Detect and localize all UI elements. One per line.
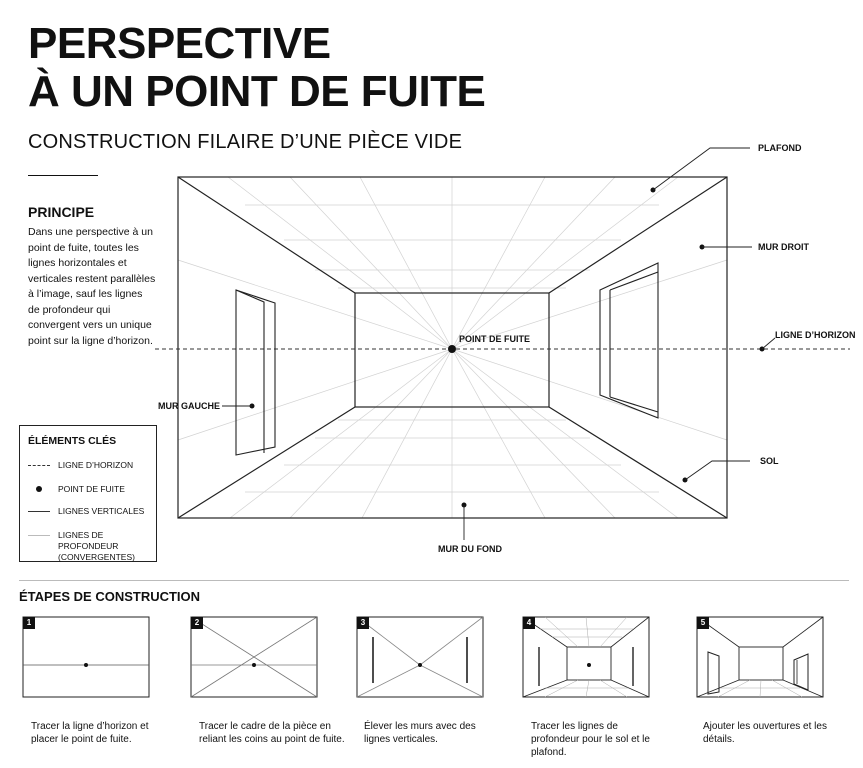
legend-title: ÉLÉMENTS CLÉS — [28, 435, 117, 447]
thin-line-icon — [28, 530, 50, 541]
principe-text: Dans une perspective à un point de fuite… — [28, 226, 156, 347]
step-number-2: 2 — [191, 617, 203, 629]
steps-thumbnails — [22, 616, 824, 698]
label-mur-droit: MUR DROIT — [758, 242, 809, 252]
step-number-4: 4 — [523, 617, 535, 629]
legend-label: LIGNES VERTICALES — [58, 506, 145, 516]
legend-label: LIGNES DE PROFONDEUR (CONVERGENTES) — [58, 530, 135, 562]
step-number-5: 5 — [697, 617, 709, 629]
dashed-line-icon — [28, 460, 50, 471]
step-4-thumbnail — [522, 616, 650, 698]
step-number-3: 3 — [357, 617, 369, 629]
vanishing-point-dot — [448, 345, 456, 353]
step-number-1: 1 — [23, 617, 35, 629]
title-line-2: À UN POINT DE FUITE — [28, 67, 486, 116]
step-text-4: Tracer les lignes de profondeur pour le … — [531, 721, 650, 758]
section-divider — [19, 580, 849, 581]
perspective-diagram — [155, 147, 850, 540]
legend-item-depth-lines: LIGNES DE PROFONDEUR (CONVERGENTES) — [28, 530, 152, 563]
step-text-3: Élever les murs avec des lignes vertical… — [364, 721, 476, 745]
steps-heading: ÉTAPES DE CONSTRUCTION — [19, 589, 201, 604]
label-plafond: PLAFOND — [758, 143, 802, 153]
step-text-1: Tracer la ligne d’horizon et placer le p… — [31, 721, 149, 745]
label-mur-du-fond: MUR DU FOND — [438, 544, 502, 554]
dot-icon — [28, 484, 50, 495]
principe-heading: PRINCIPE — [28, 204, 95, 220]
page-subtitle: CONSTRUCTION FILAIRE D’UNE PIÈCE VIDE — [28, 131, 463, 153]
legend-box: ÉLÉMENTS CLÉS LIGNE D’HORIZON POINT DE F… — [19, 425, 157, 562]
room-frame — [177, 176, 728, 519]
legend-item-horizon: LIGNE D’HORIZON — [28, 460, 133, 471]
title-divider — [28, 175, 98, 176]
right-window — [599, 262, 659, 419]
solid-line-icon — [28, 506, 50, 517]
step-text-5: Ajouter les ouvertures et les détails. — [703, 721, 827, 745]
step-text-2: Tracer le cadre de la pièce en reliant l… — [199, 721, 345, 745]
legend-label: LIGNE D’HORIZON — [58, 460, 134, 470]
label-ligne-horizon: LIGNE D’HORIZON — [775, 330, 856, 340]
title-line-1: PERSPECTIVE — [28, 19, 331, 68]
depth-guide-lines — [177, 176, 728, 519]
step-5-thumbnail — [696, 616, 824, 698]
label-sol: SOL — [760, 456, 779, 466]
label-point-de-fuite: POINT DE FUITE — [459, 334, 531, 344]
step-2-thumbnail — [190, 616, 318, 698]
legend-item-vanishing-point: POINT DE FUITE — [28, 484, 125, 495]
label-mur-gauche: MUR GAUCHE — [158, 401, 220, 411]
legend-item-verticals: LIGNES VERTICALES — [28, 506, 144, 517]
step-3-thumbnail — [356, 616, 484, 698]
step-1-thumbnail — [22, 616, 150, 698]
left-door — [235, 289, 276, 456]
callout-leaders — [222, 147, 776, 540]
page-title: PERSPECTIVE À UN POINT DE FUITE — [28, 19, 486, 116]
legend-label: POINT DE FUITE — [58, 484, 125, 494]
